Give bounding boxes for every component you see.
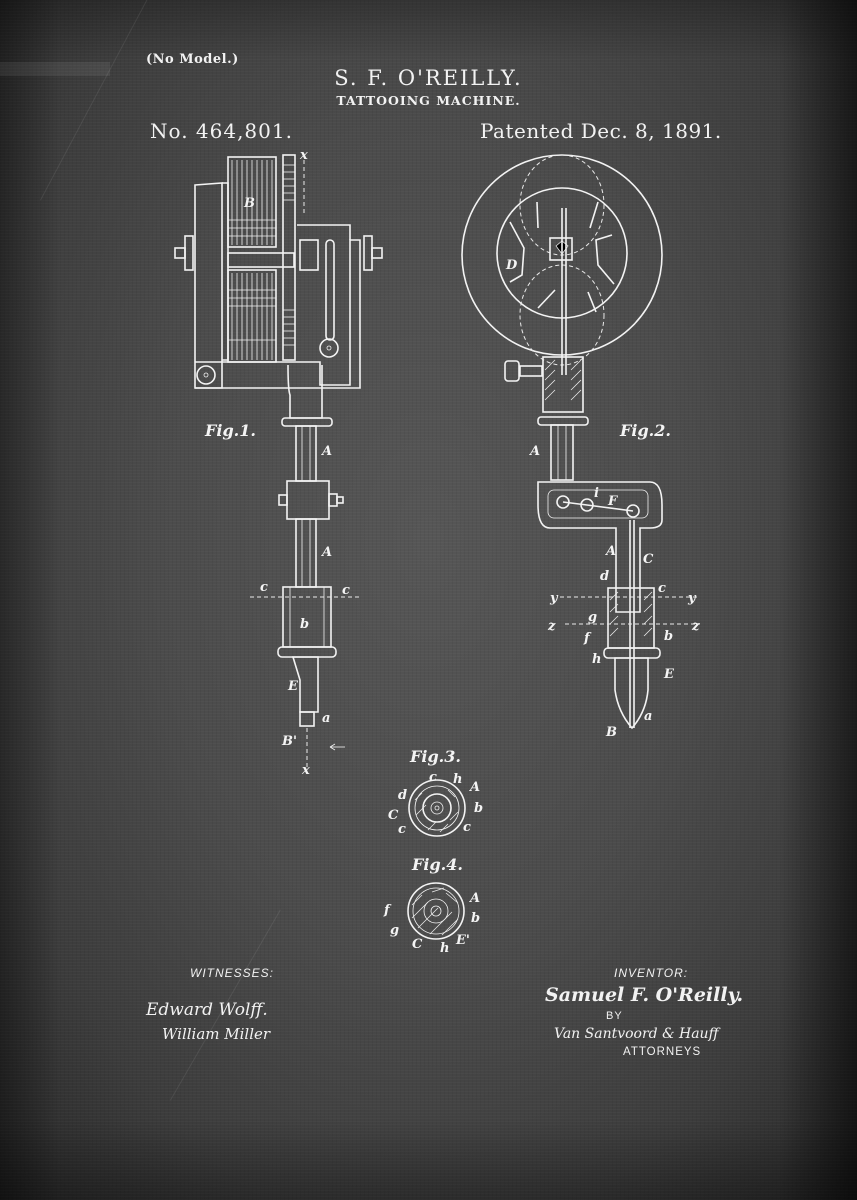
label-B: B — [605, 725, 617, 740]
label-g: g — [390, 923, 399, 938]
label-x-bottom: x — [301, 763, 310, 778]
label-d: d — [398, 788, 407, 803]
label-f: f — [583, 631, 592, 646]
label-c: c — [398, 822, 406, 837]
label-c: c — [463, 820, 471, 835]
label-a: a — [322, 711, 330, 726]
label-A: A — [468, 891, 480, 906]
label-b: b — [471, 911, 480, 926]
figure-1-drawing: x B A A c c b E a B' x — [174, 148, 383, 778]
label-y: y — [687, 591, 697, 606]
label-x-top: x — [299, 148, 308, 163]
attorney-signature: Van Santvoord & Hauff — [554, 1026, 719, 1042]
label-h: h — [440, 941, 449, 956]
patent-number: No. 464,801. — [150, 119, 293, 143]
attorneys-heading: ATTORNEYS — [623, 1046, 702, 1058]
label-F: F — [607, 494, 618, 509]
label-E: E — [663, 667, 675, 682]
label-B: B — [243, 196, 255, 211]
label-c: c — [260, 580, 268, 595]
label-d: d — [600, 569, 609, 584]
smudge-mark — [0, 62, 110, 76]
label-C: C — [388, 808, 399, 823]
label-b: b — [474, 801, 483, 816]
invention-title: TATTOOING MACHINE. — [336, 93, 521, 108]
by-label: BY — [606, 1010, 623, 1022]
label-E-prime: E' — [455, 933, 470, 948]
label-a: a — [644, 709, 652, 724]
figure-2-drawing: D i F A A C d — [461, 154, 700, 740]
witnesses-heading: WITNESSES: — [190, 966, 275, 980]
label-b: b — [300, 617, 309, 632]
label-f: f — [383, 903, 392, 918]
label-i: i — [594, 486, 599, 501]
figure-1-label: Fig.1. — [205, 421, 256, 440]
label-A: A — [320, 545, 332, 560]
inventor-signature: Samuel F. O'Reilly. — [545, 984, 744, 1006]
label-A: A — [604, 544, 616, 559]
label-y: y — [549, 591, 559, 606]
label-B-prime: B' — [281, 734, 297, 749]
inventor-name-heading: S. F. O'REILLY. — [334, 66, 523, 90]
label-C: C — [643, 552, 654, 567]
label-A: A — [528, 444, 540, 459]
figure-2-label: Fig.2. — [620, 421, 671, 440]
witness-signature: William Miller — [162, 1025, 271, 1043]
label-A: A — [468, 780, 480, 795]
witness-signature: Edward Wolff. — [146, 1000, 268, 1020]
label-A: A — [320, 444, 332, 459]
model-note: (No Model.) — [146, 52, 239, 67]
label-h: h — [592, 652, 601, 667]
patent-date: Patented Dec. 8, 1891. — [480, 119, 722, 143]
label-c: c — [658, 581, 666, 596]
label-z: z — [691, 619, 700, 634]
label-b: b — [664, 629, 673, 644]
label-z: z — [547, 619, 556, 634]
figure-4-drawing: A f b g C h E' — [383, 882, 480, 956]
label-E: E — [287, 679, 299, 694]
figure-3-label: Fig.3. — [410, 747, 461, 766]
label-D: D — [505, 258, 518, 273]
figure-4-label: Fig.4. — [412, 855, 463, 874]
inventor-heading: INVENTOR: — [614, 966, 689, 980]
label-g: g — [588, 610, 597, 625]
label-h: h — [453, 772, 462, 787]
label-C: C — [412, 937, 423, 952]
figure-3-drawing: c h A d b C c c — [388, 770, 483, 837]
label-c: c — [342, 583, 350, 598]
label-c: c — [429, 770, 437, 785]
